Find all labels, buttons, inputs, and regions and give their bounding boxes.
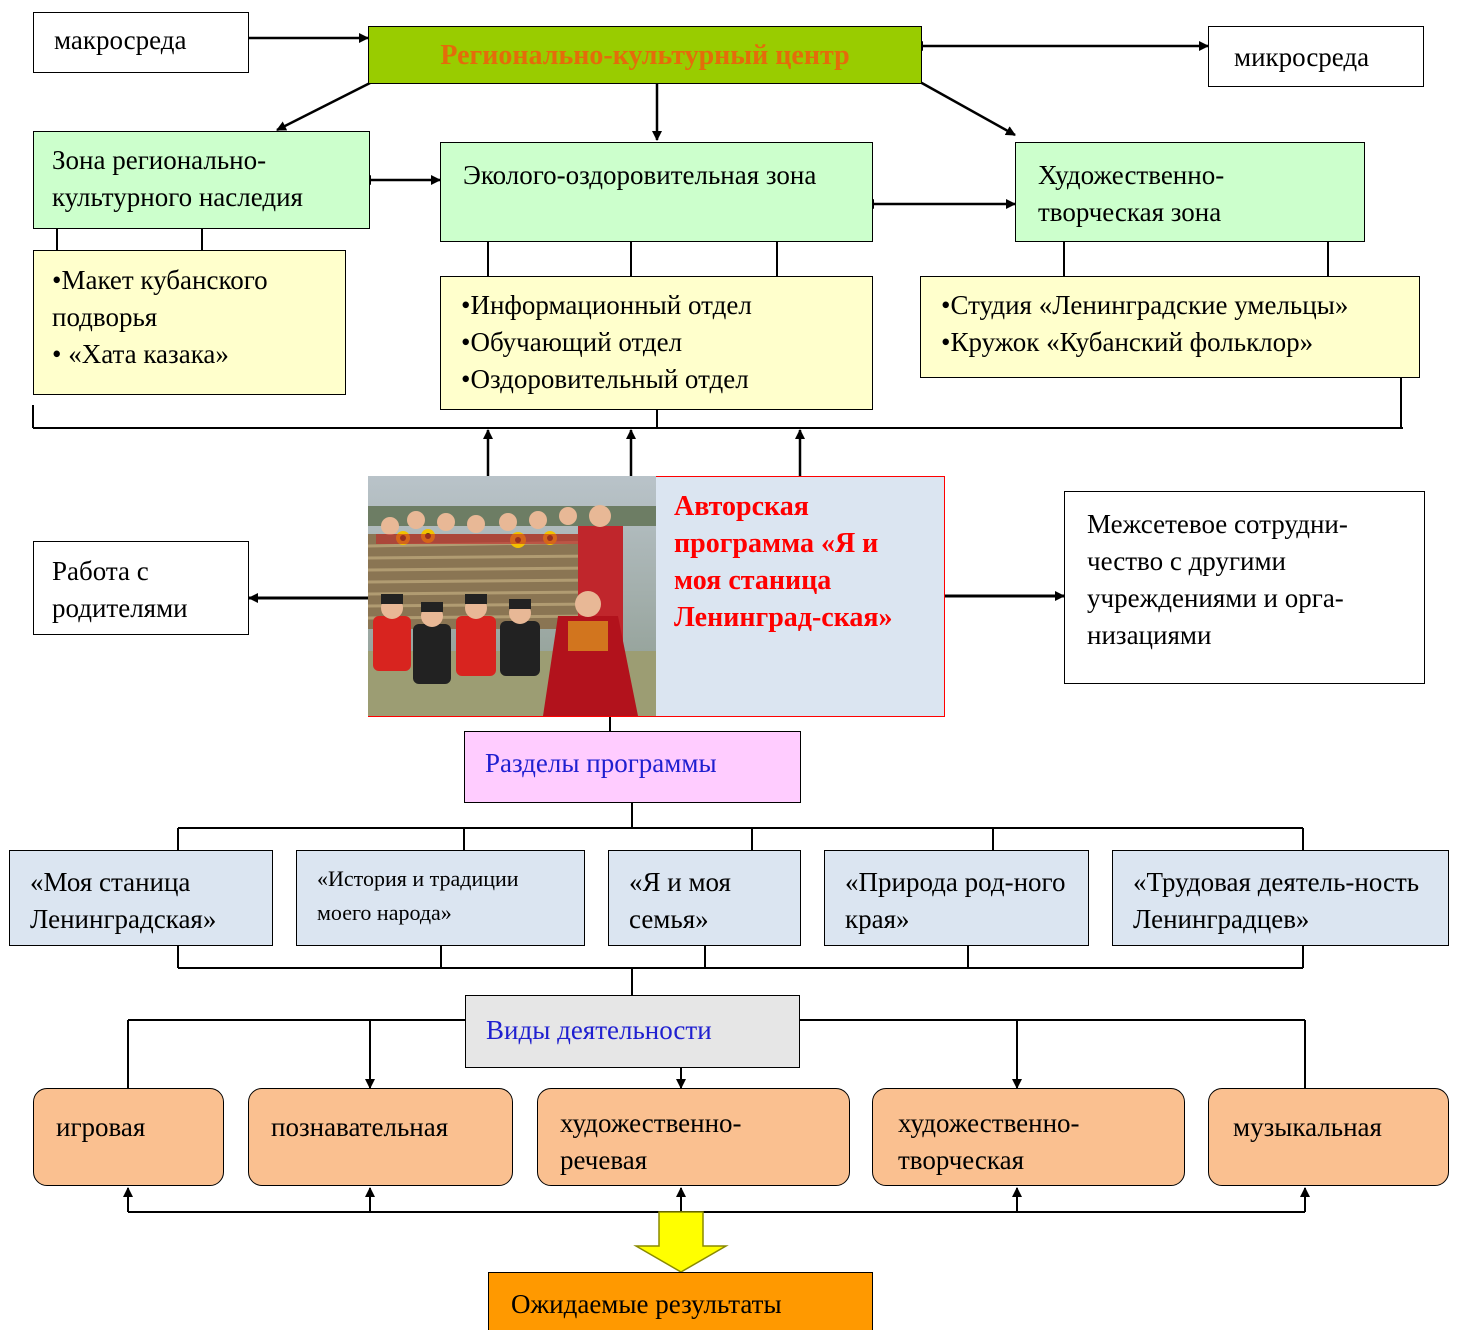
activity-label: художественно-речевая [560, 1108, 742, 1175]
activities-title: Виды деятельности [486, 1015, 712, 1045]
section-item: «Трудовая деятель-ность Ленинградцев» [1112, 850, 1449, 946]
cossack-children-photo [368, 476, 656, 716]
activity-item: познавательная [248, 1088, 513, 1186]
results-label: Ожидаемые результаты [511, 1289, 782, 1319]
eco-zone-title: Эколого-оздоровительная зона [463, 160, 817, 190]
art-item: •Кружок «Кубанский фольклор» [941, 327, 1314, 357]
section-label: «Я и моя семья» [629, 867, 731, 934]
section-label: «История и традиции моего народа» [317, 866, 519, 925]
art-items-box: •Студия «Ленинградские умельцы» •Кружок … [920, 276, 1420, 378]
micro-environment-box: микросреда [1208, 26, 1424, 87]
program-title: Авторская программа «Я и моя станица Лен… [674, 491, 893, 633]
heritage-item: • «Хата казака» [52, 339, 229, 369]
regional-cultural-center-box: Регионально-культурный центр [368, 26, 922, 84]
eco-health-zone-box: Эколого-оздоровительная зона [440, 142, 873, 242]
heritage-zone-title: Зона регионально-культурного наследия [52, 145, 303, 212]
eco-items-box: •Информационный отдел •Обучающий отдел •… [440, 276, 873, 410]
eco-item: •Обучающий отдел [461, 327, 683, 357]
activity-item: музыкальная [1208, 1088, 1449, 1186]
eco-item: •Информационный отдел [461, 290, 752, 320]
section-item: «История и традиции моего народа» [296, 850, 585, 946]
expected-results-box: Ожидаемые результаты [488, 1272, 873, 1330]
parents-work-box: Работа с родителями [33, 541, 249, 635]
section-label: «Моя станица Ленинградская» [30, 867, 217, 934]
sections-title: Разделы программы [485, 748, 717, 778]
activity-label: познавательная [271, 1112, 449, 1142]
heritage-items-box: •Макет кубанского подворья • «Хата казак… [33, 250, 346, 395]
program-sections-box: Разделы программы [464, 731, 801, 803]
results-arrow [633, 1211, 729, 1273]
section-item: «Я и моя семья» [608, 850, 801, 946]
activity-item: игровая [33, 1088, 224, 1186]
section-label: «Трудовая деятель-ность Ленинградцев» [1133, 867, 1420, 934]
network-label: Межсетевое сотрудни-чество с другими учр… [1087, 509, 1348, 650]
heritage-item: •Макет кубанского подворья [52, 265, 268, 332]
section-item: «Природа род-ного края» [824, 850, 1089, 946]
activity-label: музыкальная [1233, 1112, 1382, 1142]
art-zone-title: Художественно-творческая зона [1038, 160, 1225, 227]
activity-label: игровая [56, 1112, 146, 1142]
activity-item: художественно-творческая [872, 1088, 1185, 1186]
activity-item: художественно-речевая [537, 1088, 850, 1186]
activity-types-box: Виды деятельности [465, 995, 800, 1068]
macro-environment-box: макросреда [33, 12, 249, 73]
eco-item: •Оздоровительный отдел [461, 364, 749, 394]
activity-label: художественно-творческая [898, 1108, 1080, 1175]
parents-work-label: Работа с родителями [52, 556, 188, 623]
network-cooperation-box: Межсетевое сотрудни-чество с другими учр… [1064, 491, 1425, 684]
section-item: «Моя станица Ленинградская» [9, 850, 273, 946]
art-creative-zone-box: Художественно-творческая зона [1015, 142, 1365, 242]
art-item: •Студия «Ленинградские умельцы» [941, 290, 1349, 320]
section-label: «Природа род-ного края» [845, 867, 1066, 934]
heritage-zone-box: Зона регионально-культурного наследия [33, 131, 370, 229]
center-title: Регионально-культурный центр [440, 39, 850, 71]
